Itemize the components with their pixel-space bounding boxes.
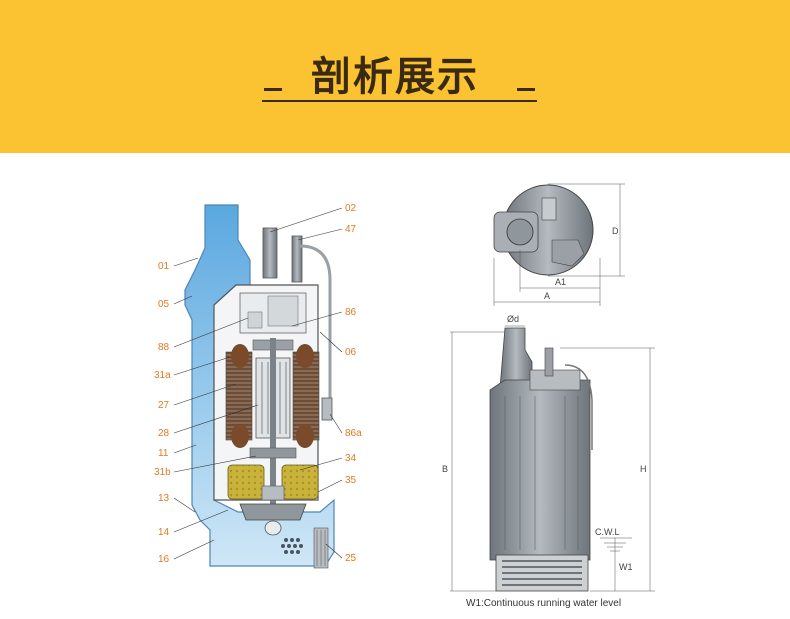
section-view <box>184 204 335 569</box>
strainer-lines <box>316 530 326 566</box>
relay <box>267 295 299 327</box>
label-86: 86 <box>345 307 357 318</box>
side-fins <box>504 396 579 550</box>
oil-chamber-right <box>281 464 319 500</box>
label-05: 05 <box>158 299 170 310</box>
shaft <box>270 338 276 514</box>
label-01: 01 <box>158 261 170 272</box>
label-28: 28 <box>158 428 170 439</box>
oil-chamber-left <box>227 464 265 500</box>
label-16: 16 <box>158 554 170 565</box>
float-cable <box>299 244 332 400</box>
mechanical-seal <box>261 485 285 501</box>
cable-gland-47 <box>291 235 303 283</box>
dim-d: Ød <box>507 314 519 324</box>
side-cable-gland <box>544 347 554 377</box>
side-discharge <box>499 327 533 389</box>
dim-CWL: C.W.L <box>595 527 620 537</box>
label-88: 88 <box>158 342 170 353</box>
label-31b: 31b <box>154 467 171 478</box>
side-top-cap <box>529 369 581 391</box>
dim-A: A <box>544 291 550 301</box>
label-47: 47 <box>345 224 357 235</box>
lower-bearing <box>249 447 297 459</box>
label-35: 35 <box>345 475 357 486</box>
header-banner <box>0 0 790 153</box>
section-left-labels: 01 05 88 31a 27 28 11 31b 13 14 16 <box>154 257 259 565</box>
section-right-labels: 02 47 86 06 86a 34 35 25 <box>269 203 362 564</box>
label-14: 14 <box>158 527 170 538</box>
plan-cable-box <box>541 197 557 221</box>
strainer-holes <box>281 538 303 554</box>
label-34: 34 <box>345 453 357 464</box>
label-11: 11 <box>158 448 169 459</box>
caption: W1:Continuous running water level <box>466 598 621 609</box>
side-float-cable <box>564 364 593 450</box>
coil-end-right <box>296 344 314 368</box>
dim-H: H <box>640 464 647 474</box>
dim-B: B <box>442 464 448 474</box>
side-strainer-holes <box>502 560 582 586</box>
label-13: 13 <box>158 493 170 504</box>
coil-end-right-bottom <box>296 424 314 448</box>
title-dash-right <box>517 88 535 91</box>
label-06: 06 <box>345 347 357 358</box>
dim-A1: A1 <box>555 277 566 287</box>
title-dash-left <box>264 88 282 91</box>
page-title: 剖析展示 <box>311 54 479 100</box>
plan-view: D A1 A <box>493 183 625 306</box>
float-switch <box>321 397 333 421</box>
label-27: 27 <box>158 400 170 411</box>
coil-end-left <box>231 344 249 368</box>
label-31a: 31a <box>154 370 171 381</box>
dim-W1: W1 <box>619 562 633 572</box>
cable-gland-02 <box>262 227 278 279</box>
impeller-nut <box>264 520 282 536</box>
dim-D: D <box>612 226 619 236</box>
title-underline <box>262 100 537 102</box>
label-25: 25 <box>345 553 357 564</box>
capacitor <box>247 311 263 329</box>
impeller <box>239 503 307 521</box>
side-view: Ød B H C.W.L W1 W1:Continuous running wa… <box>442 314 655 609</box>
coil-end-left-bottom <box>231 424 249 448</box>
label-02: 02 <box>345 203 357 214</box>
plan-outlet-bore <box>506 218 534 246</box>
label-86a: 86a <box>345 428 362 439</box>
plan-handle <box>551 239 585 267</box>
